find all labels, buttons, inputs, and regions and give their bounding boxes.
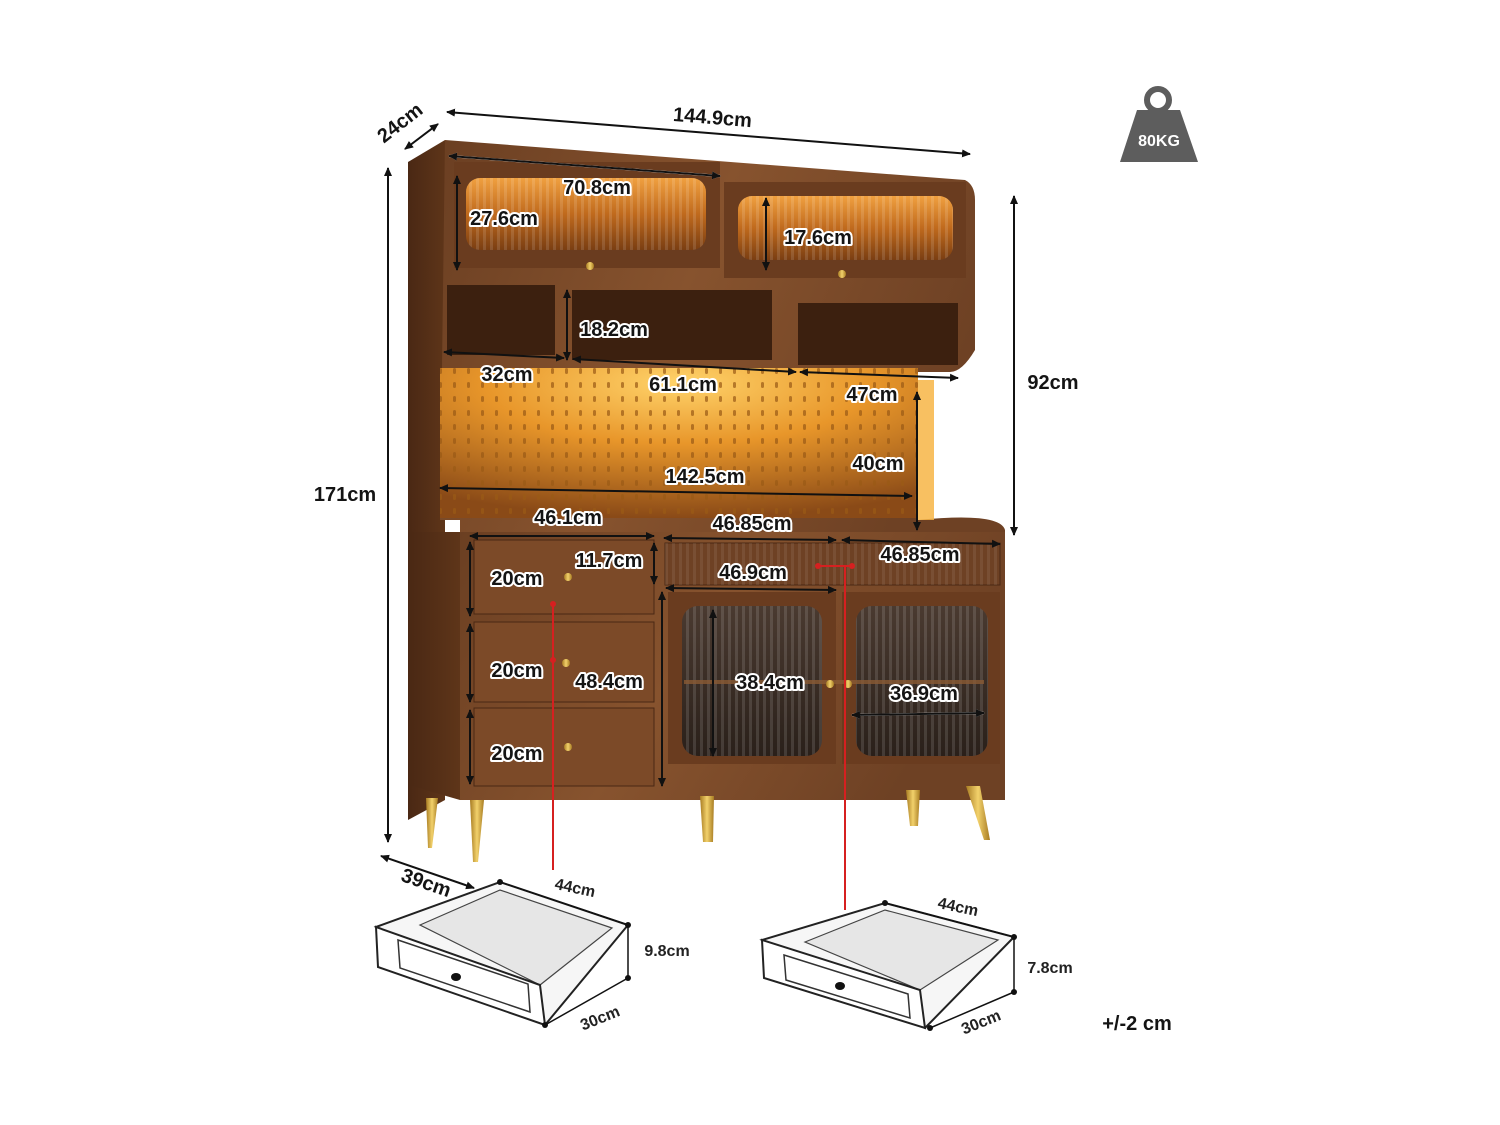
- drawer-height-label: 20cm: [491, 743, 542, 765]
- upper-height-label: 92cm: [1027, 372, 1078, 394]
- inner-shelf: [684, 680, 984, 684]
- top-drawer-height-label: 11.7cm: [576, 550, 643, 572]
- drawer-left-width-label: 44cm: [553, 876, 597, 901]
- shelf-height-label: 18.2cm: [580, 319, 648, 341]
- cubby-middle: [572, 290, 772, 360]
- leg: [966, 786, 990, 840]
- knob: [562, 659, 570, 667]
- drawer-detail-left: 44cm 9.8cm 30cm: [373, 876, 690, 1034]
- door-height-label: 38.4cm: [736, 672, 804, 694]
- leg: [426, 798, 438, 848]
- knob: [826, 680, 834, 688]
- drawer-height-label: 20cm: [491, 660, 542, 682]
- pegboard-height-label: 40cm: [852, 453, 903, 475]
- leg: [906, 790, 920, 826]
- cabinet-illustration: [408, 140, 1005, 862]
- base-depth-label: 39cm: [398, 865, 454, 902]
- shelf-middle-width-label: 61.1cm: [649, 374, 717, 396]
- upper-door-width-label: 70.8cm: [563, 177, 631, 199]
- top-depth-label: 24cm: [373, 99, 427, 148]
- base-right-width-label: 46.85cm: [881, 544, 960, 566]
- cubby-right: [798, 303, 958, 365]
- weight-badge: 80KG: [1120, 86, 1198, 162]
- width-label: 144.9cm: [672, 104, 752, 132]
- upper-left-height-label: 27.6cm: [470, 208, 538, 230]
- shelf-left-width-label: 32cm: [481, 364, 532, 386]
- knob: [564, 743, 572, 751]
- drawer-handle-hole: [835, 982, 845, 990]
- leg: [700, 796, 714, 842]
- led-strip-side: [918, 380, 934, 520]
- drawer-detail-right: 44cm 7.8cm 30cm: [759, 895, 1073, 1038]
- knob: [564, 573, 572, 581]
- drawer-left-height-label: 9.8cm: [644, 943, 689, 960]
- shelf-right-width-label: 47cm: [846, 384, 897, 406]
- upper-right-height-label: 17.6cm: [784, 227, 852, 249]
- knob: [586, 262, 594, 270]
- shelf-width-label: 36.9cm: [890, 683, 958, 705]
- base-middle-width-label: 46.85cm: [713, 513, 792, 535]
- base-dimensions: 46.1cm 46.85cm 46.85cm 11.7cm 20cm 20cm …: [466, 505, 1001, 787]
- weight-label: 80KG: [1138, 133, 1180, 150]
- drawer-height-label: 20cm: [491, 568, 542, 590]
- drawer-right-height-label: 7.8cm: [1027, 960, 1072, 977]
- weight-icon: [1120, 110, 1198, 162]
- base-side-panel: [408, 532, 460, 800]
- left-section-height-label: 48.4cm: [575, 671, 643, 693]
- drawer-right-width-label: 44cm: [936, 895, 980, 920]
- top-drawer-width-label: 46.9cm: [719, 562, 787, 584]
- leg: [470, 800, 484, 862]
- pegboard-width-label: 142.5cm: [666, 466, 745, 488]
- cubby-left: [447, 285, 555, 355]
- open-shelf-dimensions: 18.2cm 32cm 61.1cm 47cm: [443, 289, 959, 408]
- height-label: 171cm: [314, 484, 376, 506]
- tolerance-note: +/-2 cm: [1102, 1013, 1171, 1035]
- base-left-width-label: 46.1cm: [534, 507, 602, 529]
- drawer-leader-lines: [550, 563, 855, 910]
- knob: [838, 270, 846, 278]
- upper-cabinet-dimensions: 70.8cm 27.6cm 17.6cm: [448, 152, 854, 271]
- drawer-handle-hole: [451, 973, 461, 981]
- pegboard-dimensions: 142.5cm 40cm: [439, 391, 921, 531]
- drawer-left-depth-label: 30cm: [578, 1003, 622, 1034]
